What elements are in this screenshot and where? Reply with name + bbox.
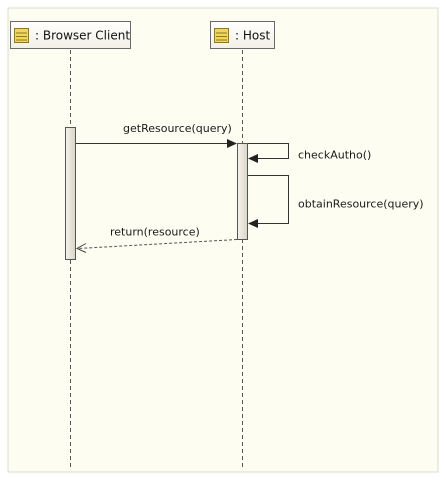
activation-host[interactable] (237, 143, 248, 240)
message-obtain-resource-line (248, 175, 289, 224)
message-get-resource-label: getResource(query) (123, 122, 232, 135)
message-check-autho-label: checkAutho() (298, 149, 371, 162)
message-return-resource[interactable]: return(resource) (75, 226, 238, 253)
message-check-autho[interactable]: checkAutho() (248, 143, 371, 164)
activation-browser-client[interactable] (65, 127, 76, 260)
lifeline-browser-client-label: : Browser Client (35, 29, 130, 43)
lifeline-host[interactable]: : Host (210, 21, 275, 471)
arrowhead-icon (248, 154, 258, 163)
arrowhead-icon (248, 219, 258, 228)
lifeline-browser-client[interactable]: : Browser Client (10, 21, 131, 471)
diagram-background (7, 7, 439, 473)
message-return-resource-line (77, 239, 238, 249)
message-obtain-resource[interactable]: obtainResource(query) (248, 175, 424, 229)
message-check-autho-line (248, 143, 289, 159)
open-arrowhead-icon (75, 243, 87, 253)
arrowhead-icon (227, 139, 237, 148)
object-icon (214, 28, 229, 43)
message-return-resource-label: return(resource) (110, 226, 200, 239)
message-get-resource[interactable]: getResource(query) (76, 122, 237, 148)
lifeline-host-label: : Host (235, 29, 270, 43)
object-icon (14, 28, 29, 43)
lifeline-browser-client-head[interactable] (10, 21, 131, 49)
message-obtain-resource-label: obtainResource(query) (298, 198, 424, 211)
